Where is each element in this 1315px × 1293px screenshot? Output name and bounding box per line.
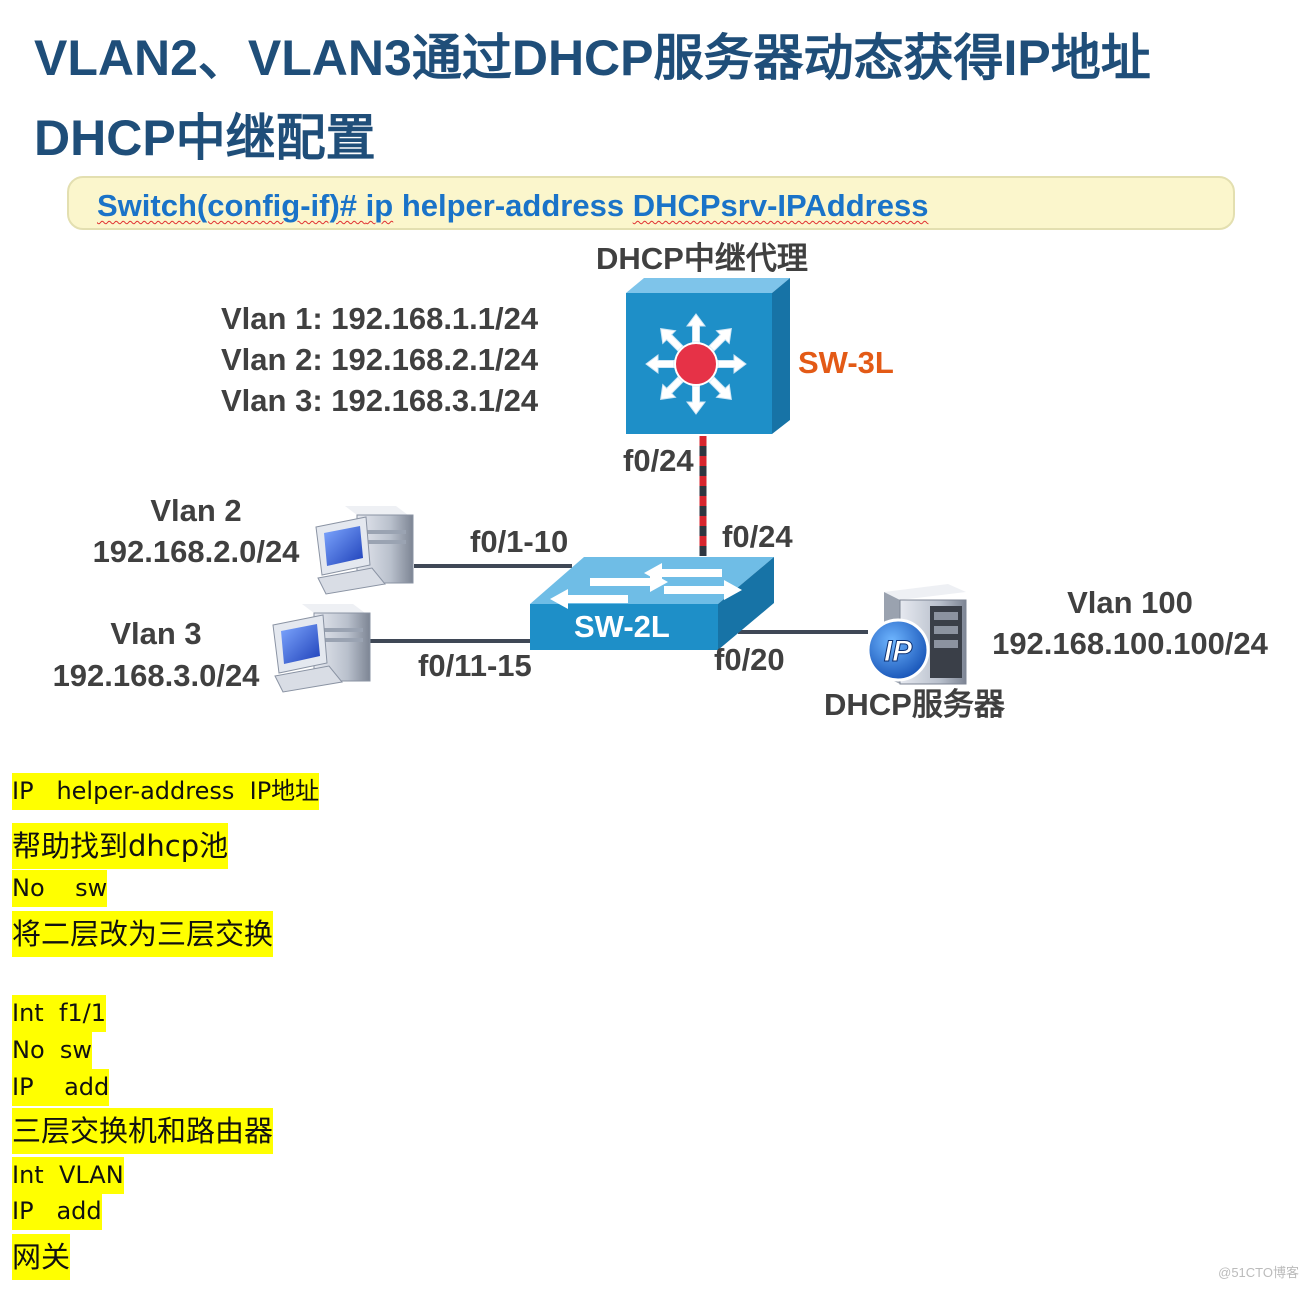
dhcp-server-icon: IP <box>866 584 967 685</box>
note-l2-to-l3: 将二层改为三层交换 <box>12 911 274 957</box>
pc2-network: 192.168.3.0/24 <box>52 658 260 693</box>
multilayer-switch-icon <box>626 278 790 434</box>
sw2-label: SW-2L <box>574 609 670 644</box>
note-int-vlan: Int VLAN <box>12 1157 124 1194</box>
ip-badge-text: IP <box>884 635 913 668</box>
page-title: VLAN2、VLAN3通过DHCP服务器动态获得IP地址 <box>34 30 1151 86</box>
pc-icon-vlan3 <box>272 604 371 693</box>
note-gateway: 网关 <box>12 1234 71 1280</box>
note-int-f1-1: Int f1/1 <box>12 995 107 1032</box>
port-vlan2: f0/1-10 <box>470 524 569 559</box>
port-vlan3: f0/11-15 <box>418 648 532 683</box>
vlan1-ip: Vlan 1: 192.168.1.1/24 <box>221 301 539 336</box>
watermark: @51CTO博客 <box>1218 1265 1299 1280</box>
command-arg: DHCPsrv-IPAddress <box>632 188 929 223</box>
command-middle: helper-address <box>393 188 633 223</box>
command-prefix: Switch(config-if)# <box>97 188 366 223</box>
vlan3-ip: Vlan 3: 192.168.3.1/24 <box>221 383 539 418</box>
pc-icon-vlan2 <box>315 506 414 595</box>
command-box: Switch(config-if)# ip helper-address DHC… <box>67 176 1235 230</box>
port-server: f0/20 <box>714 642 785 677</box>
port-sw3-uplink: f0/24 <box>623 443 694 478</box>
note-ip-add-2: IP add <box>12 1193 102 1230</box>
pc1-vlan: Vlan 2 <box>150 493 242 528</box>
note-helper-address: IP helper-address IP地址 <box>12 773 320 810</box>
server-vlan: Vlan 100 <box>1067 585 1193 620</box>
pc1-network: 192.168.2.0/24 <box>92 534 300 569</box>
pc2-vlan: Vlan 3 <box>110 616 202 651</box>
note-no-sw: No sw <box>12 870 108 907</box>
command-ip: ip <box>365 188 394 223</box>
network-diagram: IP <box>272 278 967 693</box>
server-label: DHCP服务器 <box>824 687 1005 722</box>
layer2-switch-icon <box>530 557 774 650</box>
note-find-dhcp-pool: 帮助找到dhcp池 <box>12 823 229 869</box>
note-no-sw-2: No sw <box>12 1032 93 1069</box>
relay-title: DHCP中继代理 <box>596 241 808 276</box>
section-title: DHCP中继配置 <box>34 110 376 166</box>
sw3-label: SW-3L <box>798 345 894 380</box>
port-sw2-uplink: f0/24 <box>722 519 793 554</box>
note-l3-switch-router: 三层交换机和路由器 <box>12 1108 274 1154</box>
vlan2-ip: Vlan 2: 192.168.2.1/24 <box>221 342 539 377</box>
server-ip: 192.168.100.100/24 <box>992 626 1268 661</box>
note-ip-add: IP add <box>12 1069 110 1106</box>
command-text: Switch(config-if)# ip helper-address DHC… <box>97 188 928 224</box>
